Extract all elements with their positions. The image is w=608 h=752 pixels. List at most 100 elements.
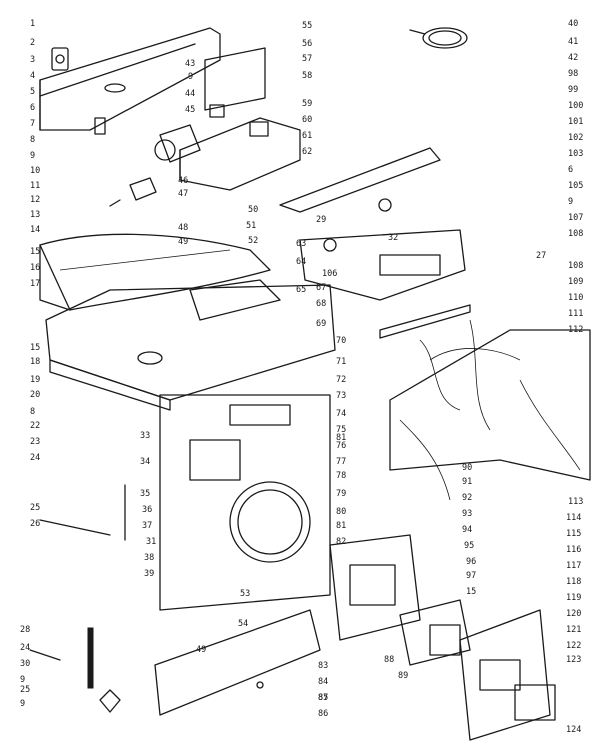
part-label-l105: 105	[568, 181, 583, 191]
part-label-l89: 89	[398, 671, 408, 681]
part-label-l20: 20	[30, 390, 40, 400]
part-label-l75: 75	[336, 425, 346, 435]
control-console	[279, 147, 471, 339]
part-label-l90: 90	[462, 463, 472, 473]
part-label-l83: 83	[318, 661, 328, 671]
part-label-l112: 112	[568, 325, 583, 335]
part-label-l15a: 15	[30, 247, 40, 257]
part-label-l25b: 25	[20, 685, 30, 695]
part-label-l77: 77	[336, 457, 346, 467]
part-label-l3: 3	[30, 55, 35, 65]
part-label-l113: 113	[568, 497, 583, 507]
part-label-l7: 7	[30, 119, 35, 129]
motor-assembly	[109, 124, 201, 207]
part-label-l9c: 9	[20, 699, 25, 709]
part-label-l24: 24	[30, 453, 40, 463]
part-label-l6: 6	[30, 103, 35, 113]
part-label-l82: 82	[336, 537, 346, 547]
part-label-l103: 103	[568, 149, 583, 159]
part-label-l65: 65	[296, 285, 306, 295]
part-label-l108a: 108	[568, 229, 583, 239]
part-label-l121: 121	[566, 625, 581, 635]
part-label-l102: 102	[568, 133, 583, 143]
part-label-l95: 95	[464, 541, 474, 551]
part-label-l31: 31	[146, 537, 156, 547]
part-label-l117: 117	[566, 561, 581, 571]
part-label-l48: 48	[178, 223, 188, 233]
latch-assembly	[29, 627, 121, 713]
part-label-l43: 43	[185, 59, 195, 69]
part-label-l41: 41	[568, 37, 578, 47]
part-label-l114: 114	[566, 513, 581, 523]
part-label-l18: 18	[30, 357, 40, 367]
part-label-l63: 63	[296, 239, 306, 249]
wiring-harness	[389, 319, 591, 501]
part-label-l35: 35	[140, 489, 150, 499]
part-label-l33: 33	[140, 431, 150, 441]
part-label-l110: 110	[568, 293, 583, 303]
part-label-l84: 84	[318, 677, 328, 687]
part-label-l108b: 108	[568, 261, 583, 271]
part-label-l94: 94	[462, 525, 472, 535]
part-label-l91: 91	[462, 477, 472, 487]
part-label-l15b: 15	[30, 343, 40, 353]
part-label-l58: 58	[302, 71, 312, 81]
control-frame	[179, 47, 301, 191]
part-label-l106: 106	[322, 269, 337, 279]
part-label-l93: 93	[462, 509, 472, 519]
part-label-l115: 115	[566, 529, 581, 539]
part-label-l9d: 9	[188, 72, 193, 82]
part-label-l14: 14	[30, 225, 40, 235]
part-label-l74: 74	[336, 409, 346, 419]
part-label-l92: 92	[462, 493, 472, 503]
part-label-l9b: 9	[20, 675, 25, 685]
part-label-l81b: 81	[336, 521, 346, 531]
part-label-l70: 70	[336, 336, 346, 346]
part-label-l36: 36	[142, 505, 152, 515]
top-lid	[39, 233, 271, 311]
part-label-l10: 10	[30, 166, 40, 176]
switch-bracket	[51, 47, 69, 71]
part-label-l9e: 9	[568, 197, 573, 207]
part-label-l15c: 15	[466, 587, 476, 597]
part-label-l53: 53	[240, 589, 250, 599]
part-label-l79: 79	[336, 489, 346, 499]
part-label-l27: 27	[536, 251, 546, 261]
part-label-l6b: 6	[568, 165, 573, 175]
part-label-l59: 59	[302, 99, 312, 109]
part-label-l123: 123	[566, 655, 581, 665]
part-label-l2: 2	[30, 38, 35, 48]
part-label-l22: 22	[30, 421, 40, 431]
part-label-l68: 68	[316, 299, 326, 309]
power-cord	[409, 27, 468, 49]
part-label-l55: 55	[302, 21, 312, 31]
part-label-l5: 5	[30, 87, 35, 97]
part-label-l30: 30	[20, 659, 30, 669]
part-label-l99: 99	[568, 85, 578, 95]
part-label-l107: 107	[568, 213, 583, 223]
part-label-l28: 28	[20, 625, 30, 635]
part-label-l78: 78	[336, 471, 346, 481]
part-label-l49b: 49	[196, 645, 206, 655]
part-label-l118: 118	[566, 577, 581, 587]
part-label-l56: 56	[302, 39, 312, 49]
part-label-l37: 37	[142, 521, 152, 531]
part-label-l81a: 81	[336, 433, 346, 443]
part-label-l96: 96	[466, 557, 476, 567]
part-label-l17: 17	[30, 279, 40, 289]
part-label-l60: 60	[302, 115, 312, 125]
part-label-l73: 73	[336, 391, 346, 401]
part-label-l64: 64	[296, 257, 306, 267]
part-label-l61: 61	[302, 131, 312, 141]
part-label-l44: 44	[185, 89, 195, 99]
part-label-l88: 88	[384, 655, 394, 665]
part-label-l16: 16	[30, 263, 40, 273]
part-label-l71: 71	[336, 357, 346, 367]
part-label-l32: 32	[388, 233, 398, 243]
part-label-l97: 97	[466, 571, 476, 581]
part-label-l8b: 8	[30, 407, 35, 417]
part-label-l85: 85	[318, 693, 328, 703]
hose-assembly	[39, 484, 126, 541]
part-label-l76: 76	[336, 441, 346, 451]
